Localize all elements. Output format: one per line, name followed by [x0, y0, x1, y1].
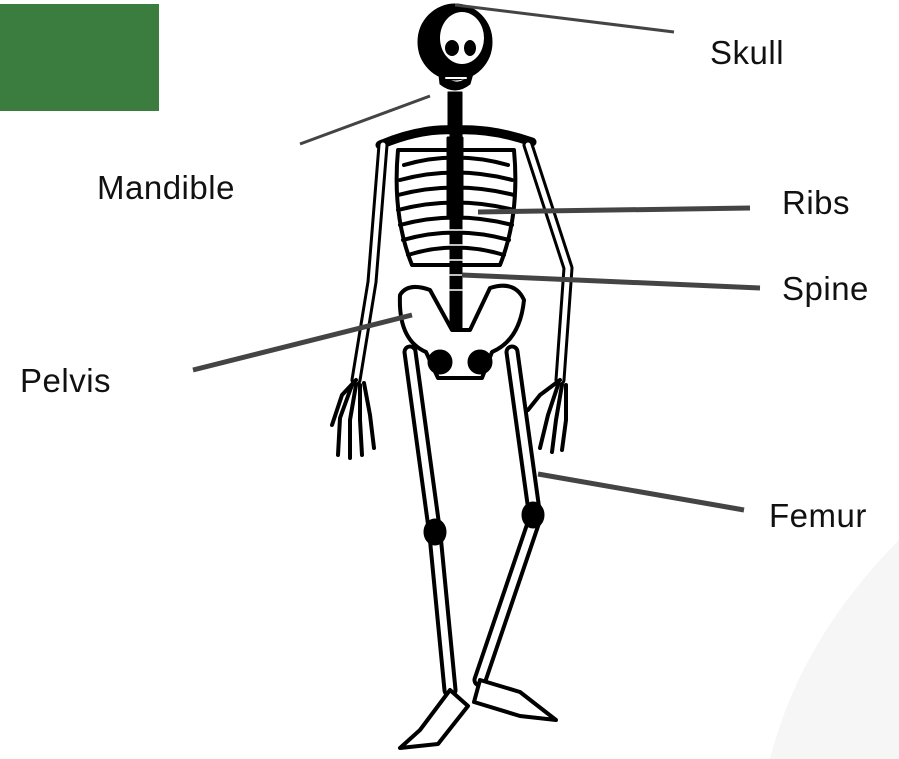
label-skull: Skull: [710, 36, 784, 69]
pelvis-leader-line: [193, 315, 412, 370]
label-mandible: Mandible: [97, 171, 235, 204]
human-skeleton-icon: [332, 4, 568, 748]
label-ribs: Ribs: [782, 186, 850, 219]
label-spine: Spine: [782, 272, 869, 305]
label-pelvis: Pelvis: [20, 364, 111, 397]
femur-leader-line: [538, 474, 744, 510]
ribs-leader-line: [478, 208, 750, 212]
label-femur: Femur: [769, 499, 867, 532]
